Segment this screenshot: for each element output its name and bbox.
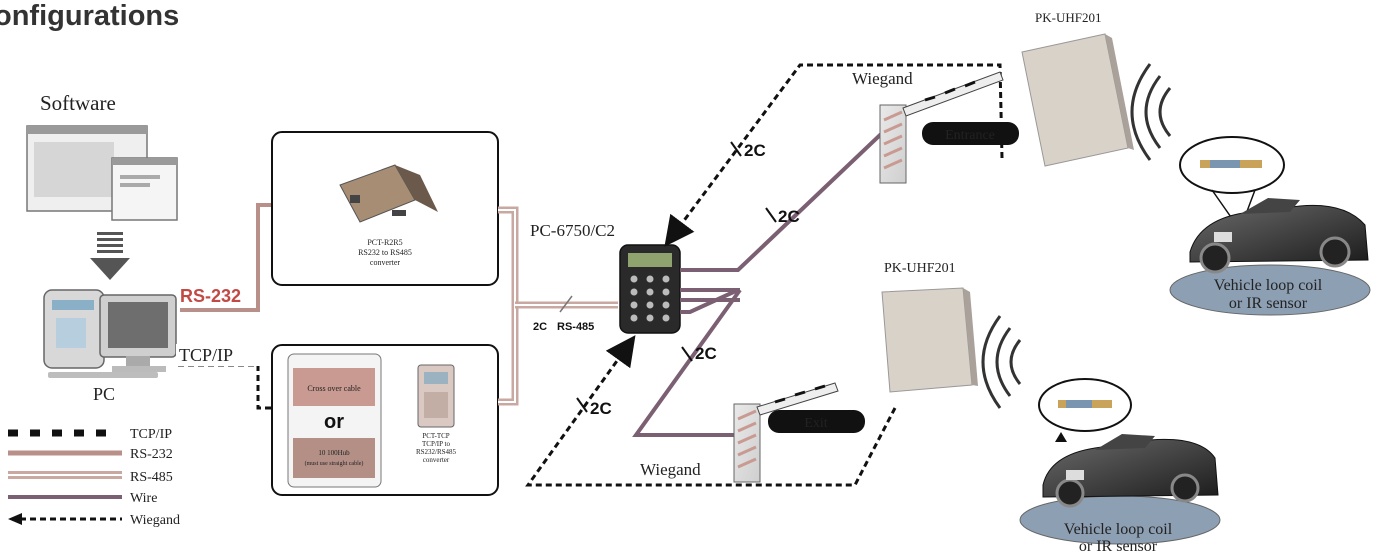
tcp-module-icon <box>417 364 455 428</box>
pc-label: PC <box>93 384 115 404</box>
vehicle-bottom-line2: or IR sensor <box>1079 538 1158 554</box>
tcpip-box: Cross over cable or 10 100Hub (must use … <box>271 344 499 496</box>
controller-keypad-icon <box>619 244 681 334</box>
tag-callout <box>1038 378 1132 442</box>
tcp-module-desc2: RS232/RS485 <box>416 448 457 456</box>
rs232-label: RS-232 <box>180 286 241 306</box>
vehicle-top-line1: Vehicle loop coil <box>1214 277 1323 294</box>
diagram-title: onfigurations <box>0 0 179 32</box>
wiegand-bottom-label: Wiegand <box>640 460 701 479</box>
loop-coil-top <box>1169 264 1371 316</box>
rs485-bus <box>498 206 618 406</box>
software-label: Software <box>40 91 116 115</box>
hub-line2: (must use straight cable) <box>305 460 364 467</box>
cross-over-label: Cross over cable <box>307 384 361 393</box>
rs232-connection <box>180 203 272 312</box>
barrier-gate-icon <box>879 71 1004 184</box>
uhf-reader-icon <box>881 287 978 393</box>
converter-model: PCT-R2R5 <box>367 238 402 247</box>
tcpip-connection <box>178 363 272 410</box>
converter-desc2: converter <box>370 258 401 267</box>
wiegand-top-label: Wiegand <box>852 69 913 88</box>
legend-label: Wire <box>130 491 157 506</box>
or-label: or <box>324 411 344 433</box>
wire-count-low: 2C <box>695 344 717 363</box>
legend: TCP/IP RS-232 RS-485 Wire Wiegand <box>8 427 180 528</box>
legend-label: TCP/IP <box>130 427 172 442</box>
exit-pill <box>768 410 865 433</box>
legend-item-rs232: RS-232 <box>8 447 173 462</box>
entrance-pill <box>922 122 1019 145</box>
tcp-module-desc3: converter <box>423 456 450 464</box>
converter-desc1: RS232 to RS485 <box>358 248 412 257</box>
rs485-label: RS-485 <box>557 321 594 333</box>
car-icon <box>1189 198 1369 274</box>
legend-label: Wiegand <box>130 513 180 528</box>
barrier-gate-icon <box>733 382 839 483</box>
wiegand-connections <box>525 63 1004 487</box>
vehicle-top-line2: or IR sensor <box>1229 295 1308 312</box>
legend-item-wire: Wire <box>8 491 157 506</box>
car-icon <box>1042 434 1219 508</box>
wire-count-mid: 2C <box>778 207 800 226</box>
entrance-label: Entrance <box>945 128 995 143</box>
software-window-icon <box>26 125 178 221</box>
vehicle-bottom-line1: Vehicle loop coil <box>1064 521 1173 538</box>
tcp-module-desc1: TCP/IP to <box>422 440 450 448</box>
rs485-wire-count: 2C <box>533 321 547 333</box>
legend-label: RS-232 <box>130 447 173 462</box>
cross-over-cable-badge <box>293 368 375 406</box>
tcp-module-model: PCT-TCP <box>422 432 449 440</box>
legend-item-tcpip: TCP/IP <box>8 427 172 442</box>
wire-count-bottom: 2C <box>590 399 612 418</box>
computer-icon <box>43 289 177 378</box>
tcpip-label: TCP/IP <box>179 345 233 365</box>
converter-box: PCT-R2R5 RS232 to RS485 converter <box>271 131 499 286</box>
signal-waves-icon <box>981 315 1022 409</box>
arrow-down-icon <box>90 232 130 280</box>
signal-waves-icon <box>1130 63 1172 161</box>
controller-label: PC-6750/C2 <box>530 221 615 240</box>
hub-badge <box>293 438 375 478</box>
exit-label: Exit <box>804 416 827 431</box>
wire-count-top: 2C <box>744 141 766 160</box>
reader-top-label: PK-UHF201 <box>1035 10 1101 25</box>
reader-bottom-label: PK-UHF201 <box>884 261 956 276</box>
legend-label: RS-485 <box>130 470 173 485</box>
tag-callout <box>1179 136 1285 231</box>
uhf-reader-icon <box>1021 33 1134 167</box>
converter-device-icon <box>339 164 438 223</box>
legend-item-wiegand: Wiegand <box>8 513 180 528</box>
hub-line1: 10 100Hub <box>318 449 350 457</box>
legend-item-rs485: RS-485 <box>8 470 173 485</box>
tcpip-label-bg <box>176 344 260 366</box>
wire-break-marks <box>576 141 777 413</box>
